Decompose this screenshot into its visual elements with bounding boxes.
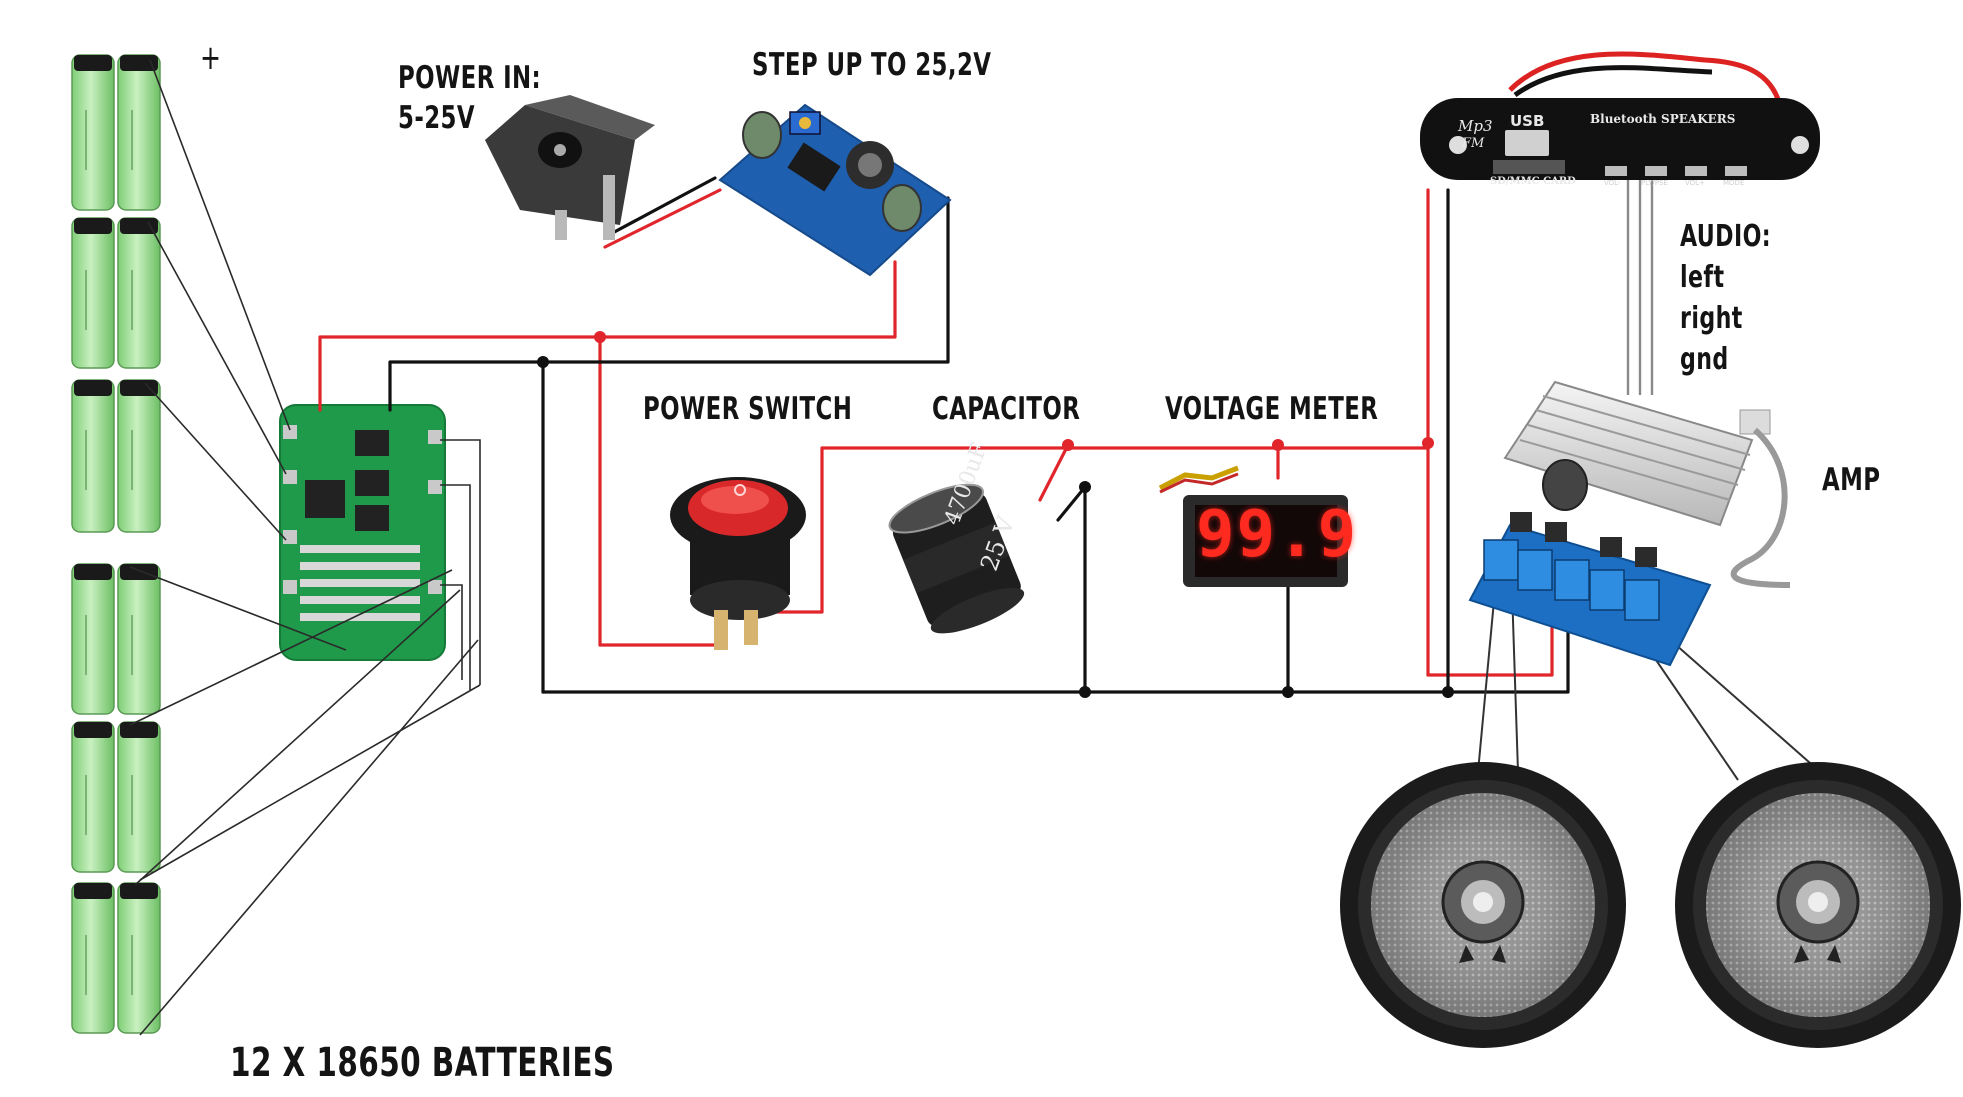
bt-button-vol-minus: VOL- (1604, 179, 1621, 187)
battery-row-6 (71, 882, 161, 1034)
bt-button-play-pause: PLY/PSE (1641, 179, 1668, 187)
audio-gnd-label: gnd (1680, 342, 1729, 377)
power-switch-label: POWER SWITCH (643, 391, 853, 427)
power-in-label: POWER IN: (398, 60, 542, 96)
capacitor-label: CAPACITOR (932, 391, 1081, 427)
audio-left-label: left (1680, 260, 1725, 295)
junction-dots (537, 331, 1454, 698)
bms-board (279, 404, 446, 661)
bt-brand-label: Bluetooth SPEAKERS (1590, 112, 1736, 126)
battery-row-3 (71, 379, 161, 533)
amplifier-board (1468, 380, 1791, 667)
speaker-left (1340, 762, 1626, 1048)
audio-wires (1626, 172, 1654, 395)
bt-logo-fm: FM (1462, 136, 1485, 151)
step-up-board (718, 103, 952, 277)
bluetooth-mp3-module (1420, 51, 1820, 180)
speaker-right (1675, 762, 1961, 1048)
power-in-range-label: 5-25V (398, 100, 475, 136)
bt-usb-label: USB (1510, 112, 1545, 130)
batteries-label: 12 X 18650 BATTERIES (230, 1040, 615, 1086)
voltmeter (1158, 465, 1348, 587)
plus-mark: + (200, 38, 222, 78)
bt-button-vol-plus: VOL+ (1685, 179, 1705, 187)
bt-card-slot-label: SD/MMC CARD (1490, 176, 1576, 187)
battery-row-4 (71, 563, 161, 715)
power-switch (670, 477, 806, 650)
audio-title-label: AUDIO: (1680, 219, 1772, 254)
battery-pack (71, 54, 161, 1034)
voltmeter-reading: 99.9 (1196, 498, 1359, 572)
audio-right-label: right (1680, 301, 1743, 336)
bt-logo-mp3: Mp3 (1458, 117, 1493, 135)
balance-wires (129, 59, 481, 1036)
voltage-meter-label: VOLTAGE METER (1165, 391, 1379, 427)
battery-row-5 (71, 721, 161, 873)
battery-row-1 (71, 54, 161, 211)
step-up-label: STEP UP TO 25,2V (752, 47, 992, 83)
capacitor (888, 483, 1025, 634)
positive-wires (318, 188, 1554, 677)
dc-power-jack (485, 95, 655, 240)
amp-label: AMP (1822, 462, 1881, 498)
battery-row-2 (71, 217, 161, 369)
bt-button-mode: MODE (1723, 179, 1745, 187)
